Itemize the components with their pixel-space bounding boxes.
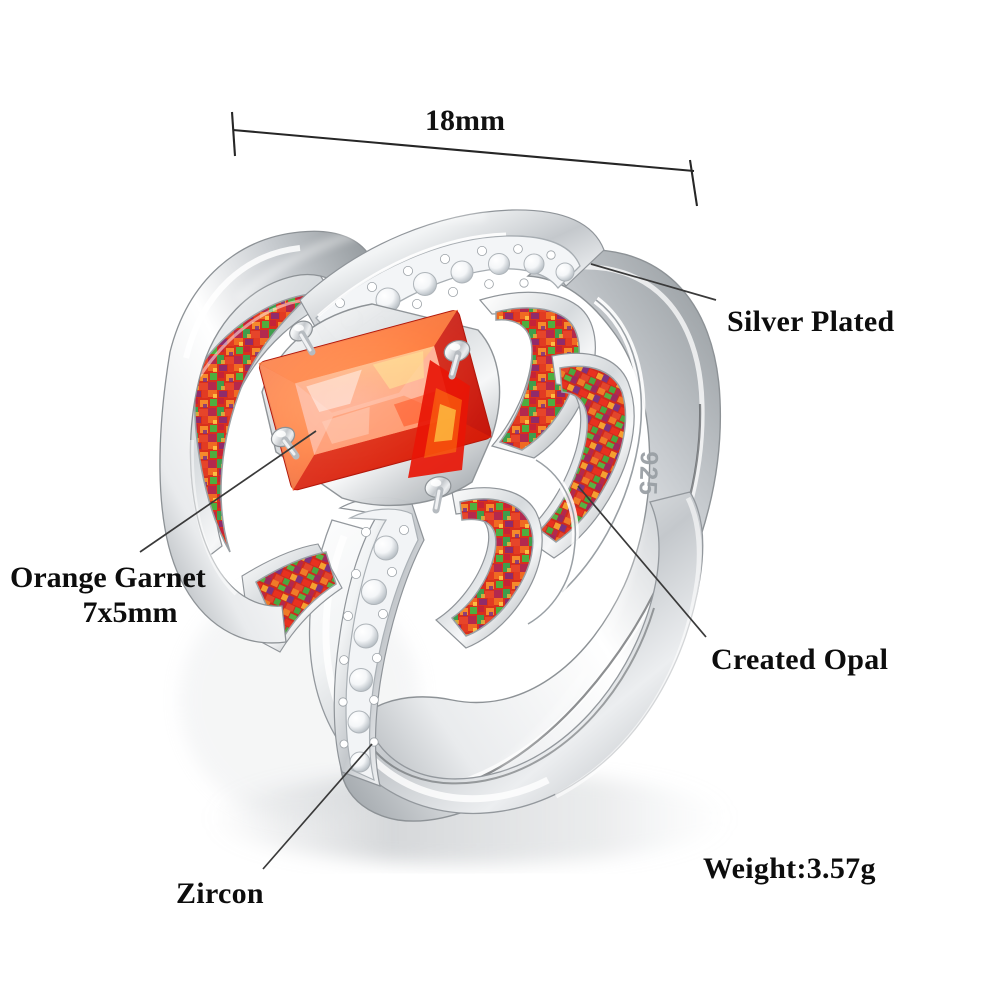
opal-inlay-right-lower (435, 487, 543, 649)
opal-inlay-right-upper (478, 291, 596, 459)
label-orange-garnet-line2: 7x5mm (82, 596, 178, 630)
label-created-opal: Created Opal (711, 643, 889, 676)
ring-gloss (234, 210, 644, 772)
leader-silver-plated (590, 263, 717, 301)
dimension-rule (232, 128, 695, 173)
pave-shank-zircon (333, 497, 425, 787)
label-silver-plated: Silver Plated (727, 305, 895, 338)
label-weight: Weight:3.57g (703, 852, 876, 885)
leader-lines (139, 263, 717, 870)
leader-created-opal (577, 485, 707, 638)
dimension-tick-left (230, 111, 237, 157)
metal-ribs-right (526, 296, 646, 628)
dimension-label: 18mm (425, 104, 505, 137)
leader-orange-garnet (139, 430, 317, 553)
label-zircon: Zircon (176, 877, 264, 910)
label-orange-garnet: Orange Garnet 7x5mm (10, 560, 250, 631)
ring-outer-rim-left (159, 230, 373, 644)
pave-stones-shank (338, 525, 409, 773)
orange-garnet-stone (258, 309, 492, 491)
dimension-tick-right (688, 159, 699, 207)
leader-zircon (262, 743, 373, 870)
stone-prongs (270, 320, 471, 514)
dimension-line-18mm (230, 111, 699, 207)
label-orange-garnet-line1: Orange Garnet (10, 561, 206, 594)
